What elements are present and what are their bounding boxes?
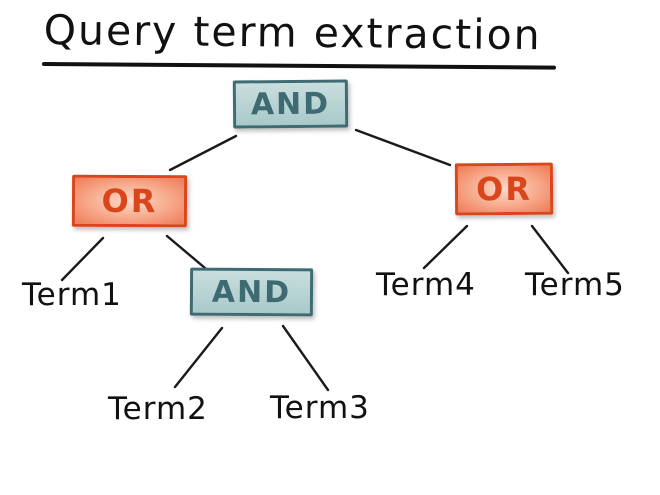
leaf-term4: Term4 xyxy=(376,267,476,303)
leaf-term3: Term3 xyxy=(270,390,370,426)
and-node-root: AND xyxy=(232,79,349,129)
or-node-left: OR xyxy=(71,174,188,228)
and-node-inner-label: AND xyxy=(211,274,292,310)
leaf-term1: Term1 xyxy=(22,277,122,313)
edge-left-or-term1 xyxy=(60,236,105,282)
edge-inner-and-term2 xyxy=(173,326,224,389)
edge-root-left-or xyxy=(168,134,238,172)
edge-right-or-term4 xyxy=(422,224,469,270)
leaf-term5: Term5 xyxy=(525,267,625,303)
or-node-left-label: OR xyxy=(101,181,158,221)
and-node-inner: AND xyxy=(189,267,314,317)
edge-inner-and-term3 xyxy=(281,324,330,392)
or-node-right: OR xyxy=(454,162,554,216)
leaf-term2: Term2 xyxy=(108,391,208,427)
or-node-right-label: OR xyxy=(475,169,533,209)
and-node-root-label: AND xyxy=(250,86,331,122)
edge-right-or-term5 xyxy=(530,224,570,275)
edge-left-or-inner-and xyxy=(165,234,207,270)
edge-root-right-or xyxy=(354,128,452,167)
